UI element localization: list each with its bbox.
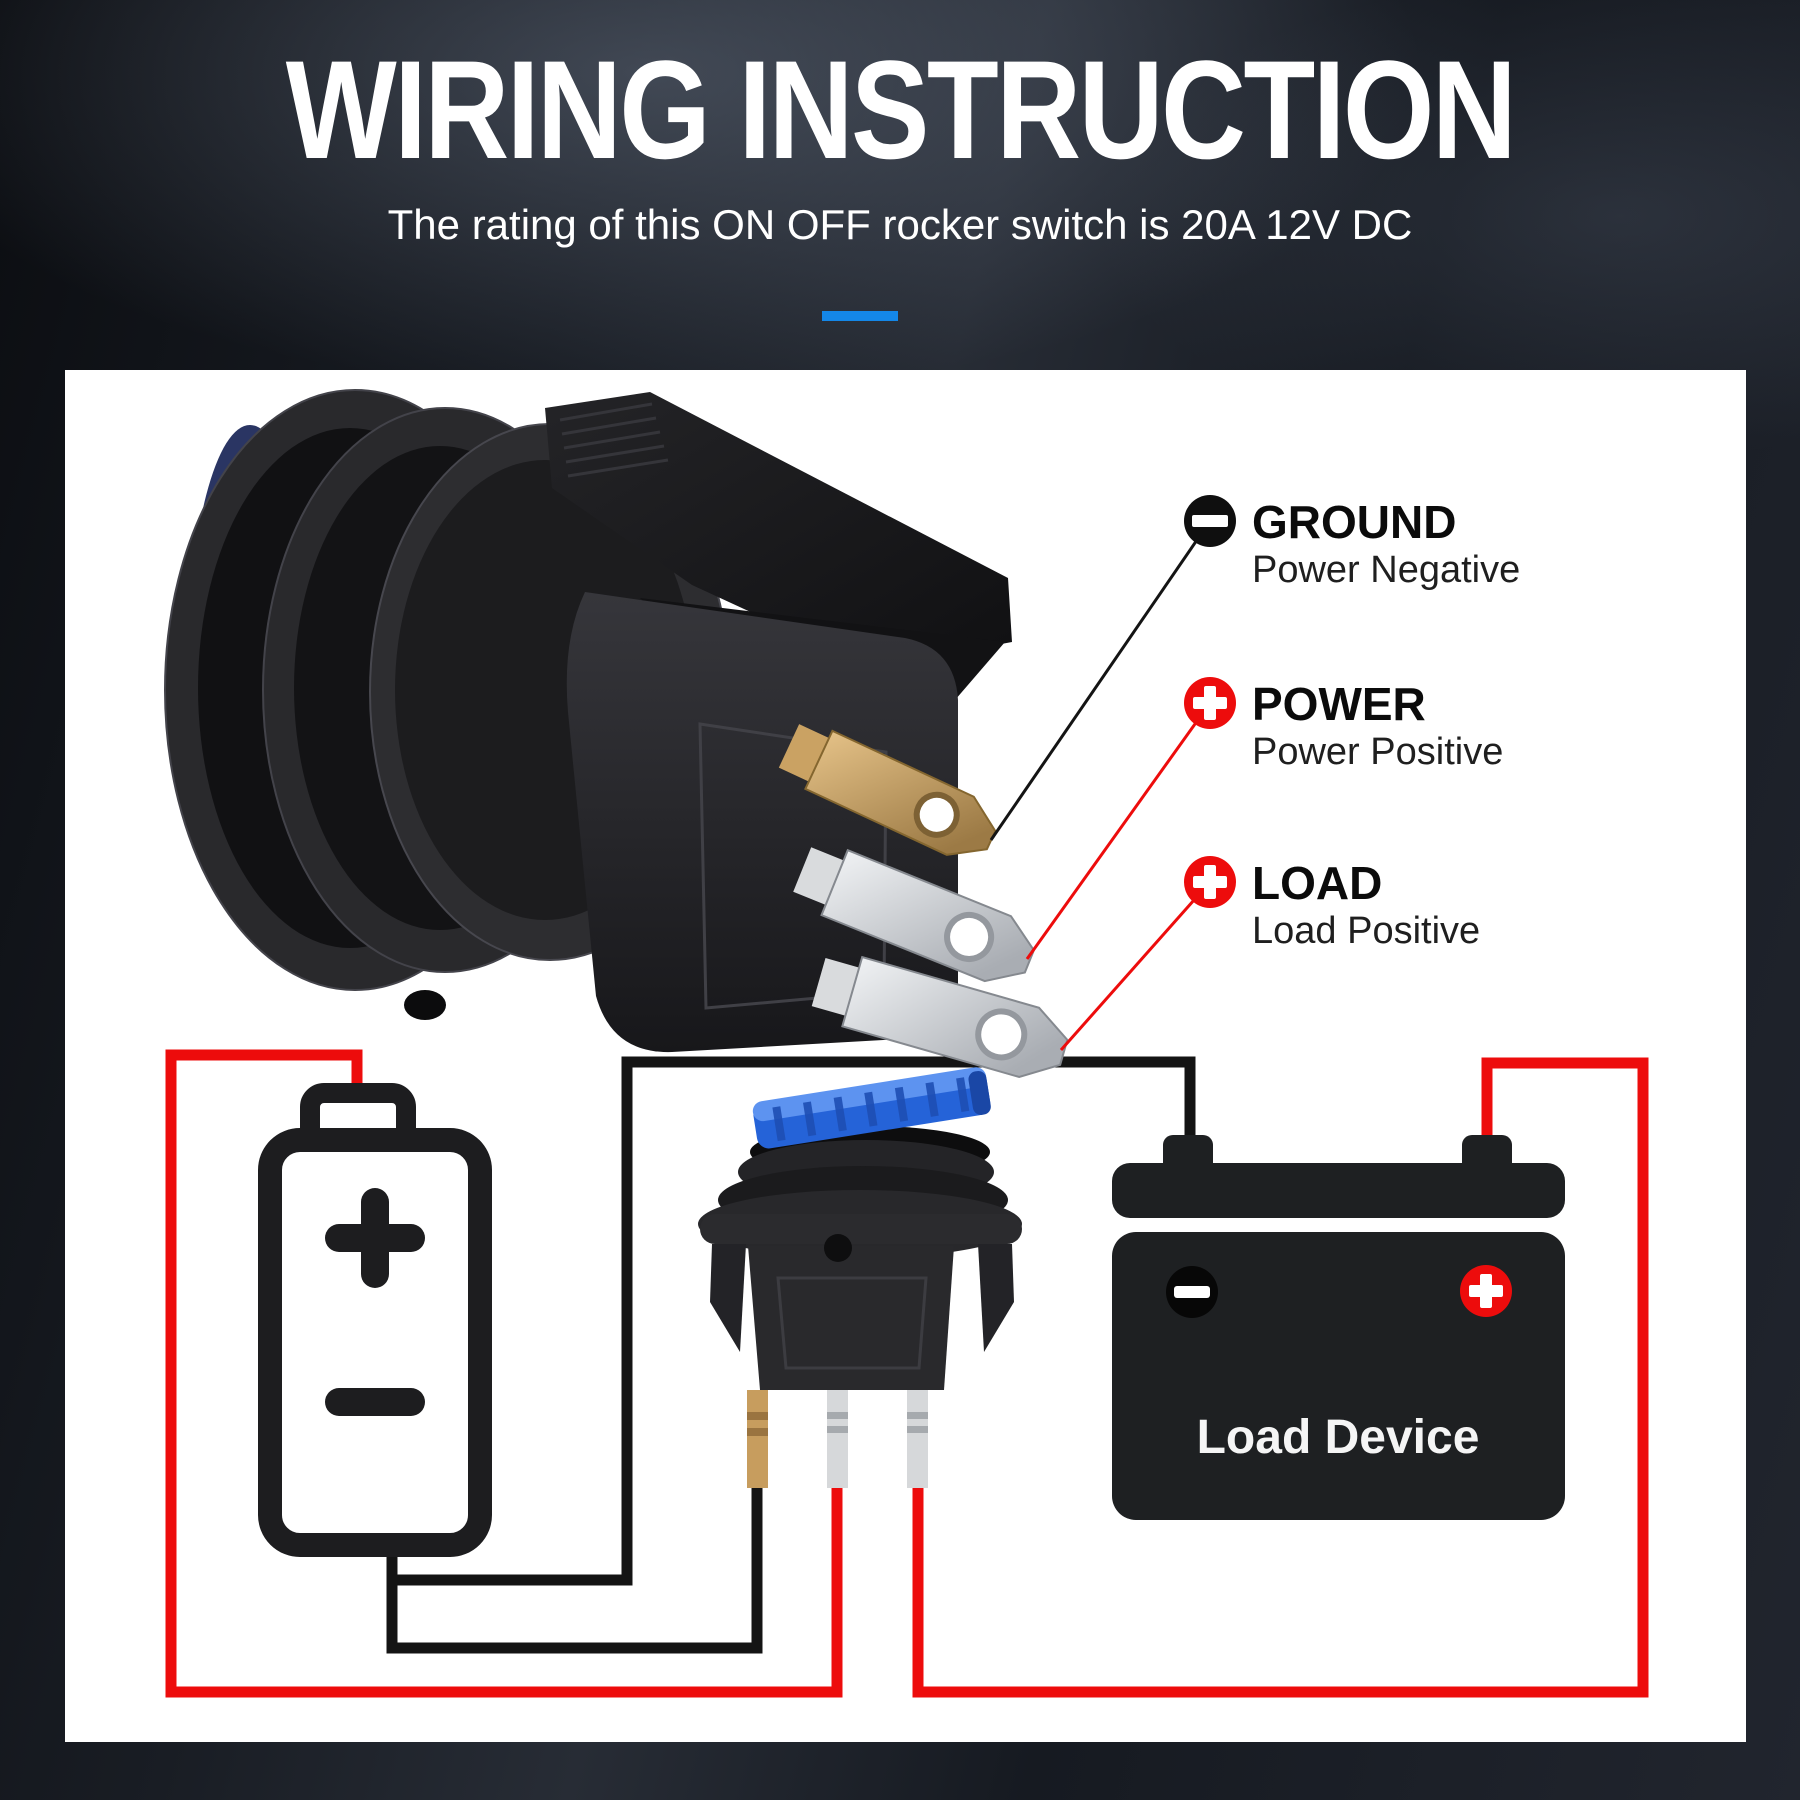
switch-rocker-blue — [752, 1067, 991, 1149]
switch-clip-right — [978, 1244, 1014, 1352]
power-label: POWER — [1252, 678, 1426, 730]
plus-icon — [1460, 1265, 1512, 1317]
battery-body — [258, 1128, 492, 1557]
page-subtitle: The rating of this ON OFF rocker switch … — [387, 201, 1413, 248]
ground-minus-icon — [1184, 495, 1236, 547]
rocker-switch-diagram — [698, 1067, 1022, 1488]
accent-dash — [822, 311, 898, 321]
callout-lines — [989, 520, 1212, 1051]
negative-wires — [386, 1056, 1196, 1654]
power-plus-icon — [1184, 677, 1236, 729]
negative-bus-to-load-device-wire — [392, 1056, 1196, 1586]
rubber-boot-rings — [164, 389, 731, 991]
ground-sublabel: Power Negative — [1252, 549, 1521, 591]
load-pointer-line — [1059, 881, 1212, 1051]
terminal-power-silver — [793, 847, 1035, 983]
battery-icon — [258, 1083, 492, 1557]
minus-icon — [1166, 1266, 1218, 1318]
battery-plus-icon — [325, 1188, 425, 1288]
load-device-label: Load Device — [1196, 1411, 1480, 1464]
rocker-switch-render — [164, 389, 1069, 1079]
flange-hole — [404, 990, 446, 1020]
switch-pin-ground — [747, 1390, 768, 1488]
load-device-body — [1112, 1232, 1565, 1520]
ground-pointer-line — [989, 520, 1212, 841]
terminal-load-silver — [811, 955, 1069, 1079]
switch-flange — [700, 1214, 1022, 1244]
load-device — [1112, 1135, 1565, 1520]
battery-minus-icon — [325, 1388, 425, 1416]
load-device-lid — [1112, 1163, 1565, 1218]
switch-housing — [566, 592, 958, 1053]
battery-negative-to-switch-ground-wire — [386, 1484, 763, 1654]
power-pointer-line — [1025, 702, 1212, 960]
ground-label: GROUND — [1252, 496, 1457, 548]
switch-body — [748, 1246, 954, 1390]
terminal-ground-brass — [778, 724, 997, 856]
page-title: WIRING INSTRUCTION — [285, 31, 1517, 188]
load-plus-icon — [1184, 856, 1236, 908]
power-sublabel: Power Positive — [1252, 731, 1504, 773]
switch-pin-power — [827, 1390, 848, 1488]
rocker-actuator-arm — [545, 392, 1012, 668]
switch-flange-hole — [824, 1234, 852, 1262]
load-sublabel: Load Positive — [1252, 910, 1481, 952]
switch-body-panel — [776, 1276, 928, 1370]
load-label: LOAD — [1252, 857, 1383, 909]
switch-clip-left — [710, 1244, 746, 1352]
battery-positive-to-switch-power-wire — [165, 1049, 843, 1698]
switch-load-to-load-device-wire — [912, 1057, 1649, 1698]
positive-wires — [165, 1049, 1649, 1698]
switch-pin-load — [907, 1390, 928, 1488]
